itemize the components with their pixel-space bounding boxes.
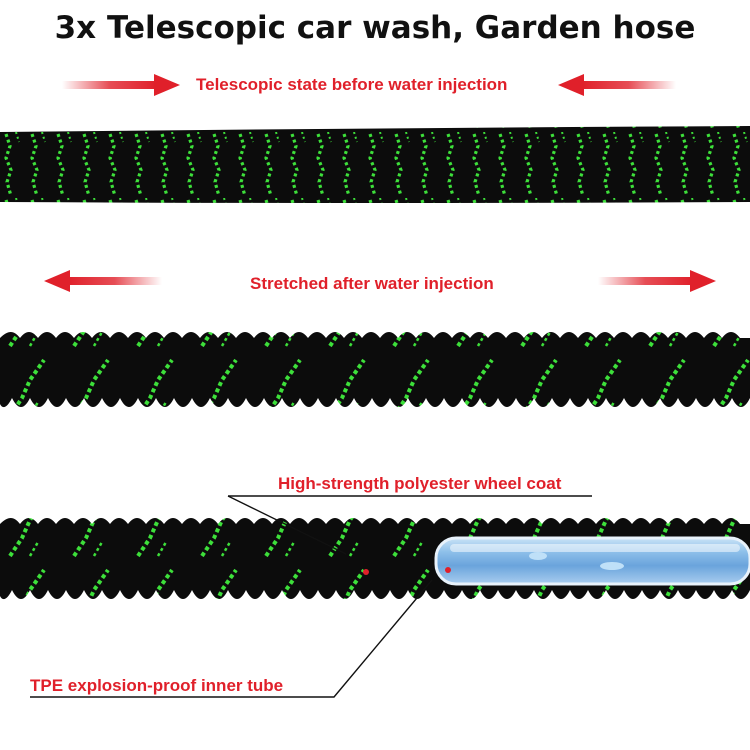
callout-lines [30, 495, 592, 698]
label-after-injection: Stretched after water injection [250, 274, 494, 293]
arrow-right-icon [62, 74, 180, 96]
hose-stretched [0, 332, 750, 408]
label-inner-tube: TPE explosion-proof inner tube [30, 676, 284, 695]
hose-cutaway [0, 518, 750, 600]
arrow-left-icon [558, 74, 676, 96]
label-polyester-coat: High-strength polyester wheel coat [278, 474, 562, 493]
page-title: 3x Telescopic car wash, Garden hose [54, 10, 696, 46]
label-before-injection: Telescopic state before water injection [196, 75, 508, 94]
arrow-right-icon [598, 270, 716, 292]
arrow-left-icon [44, 270, 162, 292]
hose-compressed [0, 126, 750, 203]
